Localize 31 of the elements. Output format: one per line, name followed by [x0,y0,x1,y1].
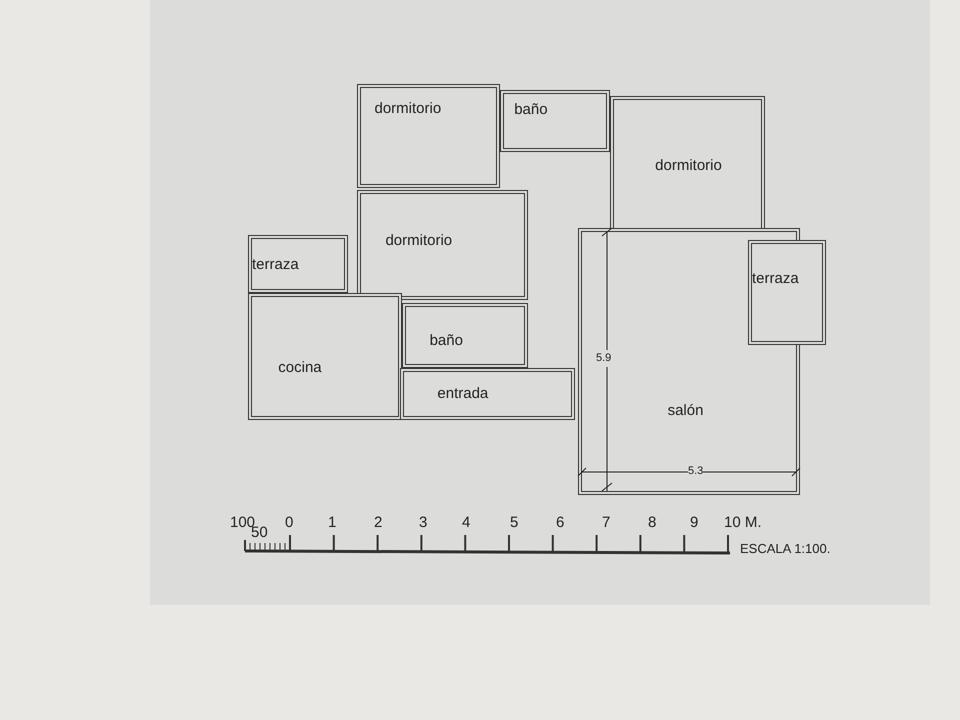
room-outline [357,84,500,188]
scale-number: 0 [285,513,294,533]
scale-number: 1 [328,513,336,533]
scale-number: 6 [556,513,564,533]
scale-number: 9 [690,513,698,533]
room-outline [248,293,402,420]
room-outline [248,235,348,293]
room-outline [500,90,610,152]
room-label: dormitorio [374,98,442,119]
scale-number: 8 [648,513,656,533]
room-label: terraza [252,255,299,275]
room-outline [748,240,826,345]
scale-number: 2 [374,513,382,533]
room-outline [400,368,575,420]
room-label: entrada [437,384,488,404]
room-label: cocina [278,358,322,378]
room-label: dormitorio [655,156,722,176]
room-outline [357,190,528,300]
scale-number: 7 [602,513,610,533]
scale-number: 3 [419,513,428,533]
room-label: salón [668,401,704,422]
room-outline [402,303,528,368]
scale-number: 4 [462,513,470,533]
scale-number: 5 [510,513,518,533]
room-label: terraza [752,269,799,290]
scale-note: ESCALA 1:100. [740,540,830,558]
room-label: baño [430,330,463,351]
dimension-value: 5.9 [596,350,612,366]
room-label: baño [514,100,548,120]
scale-number: 10 M. [724,513,762,533]
room-label: dormitorio [385,230,452,251]
